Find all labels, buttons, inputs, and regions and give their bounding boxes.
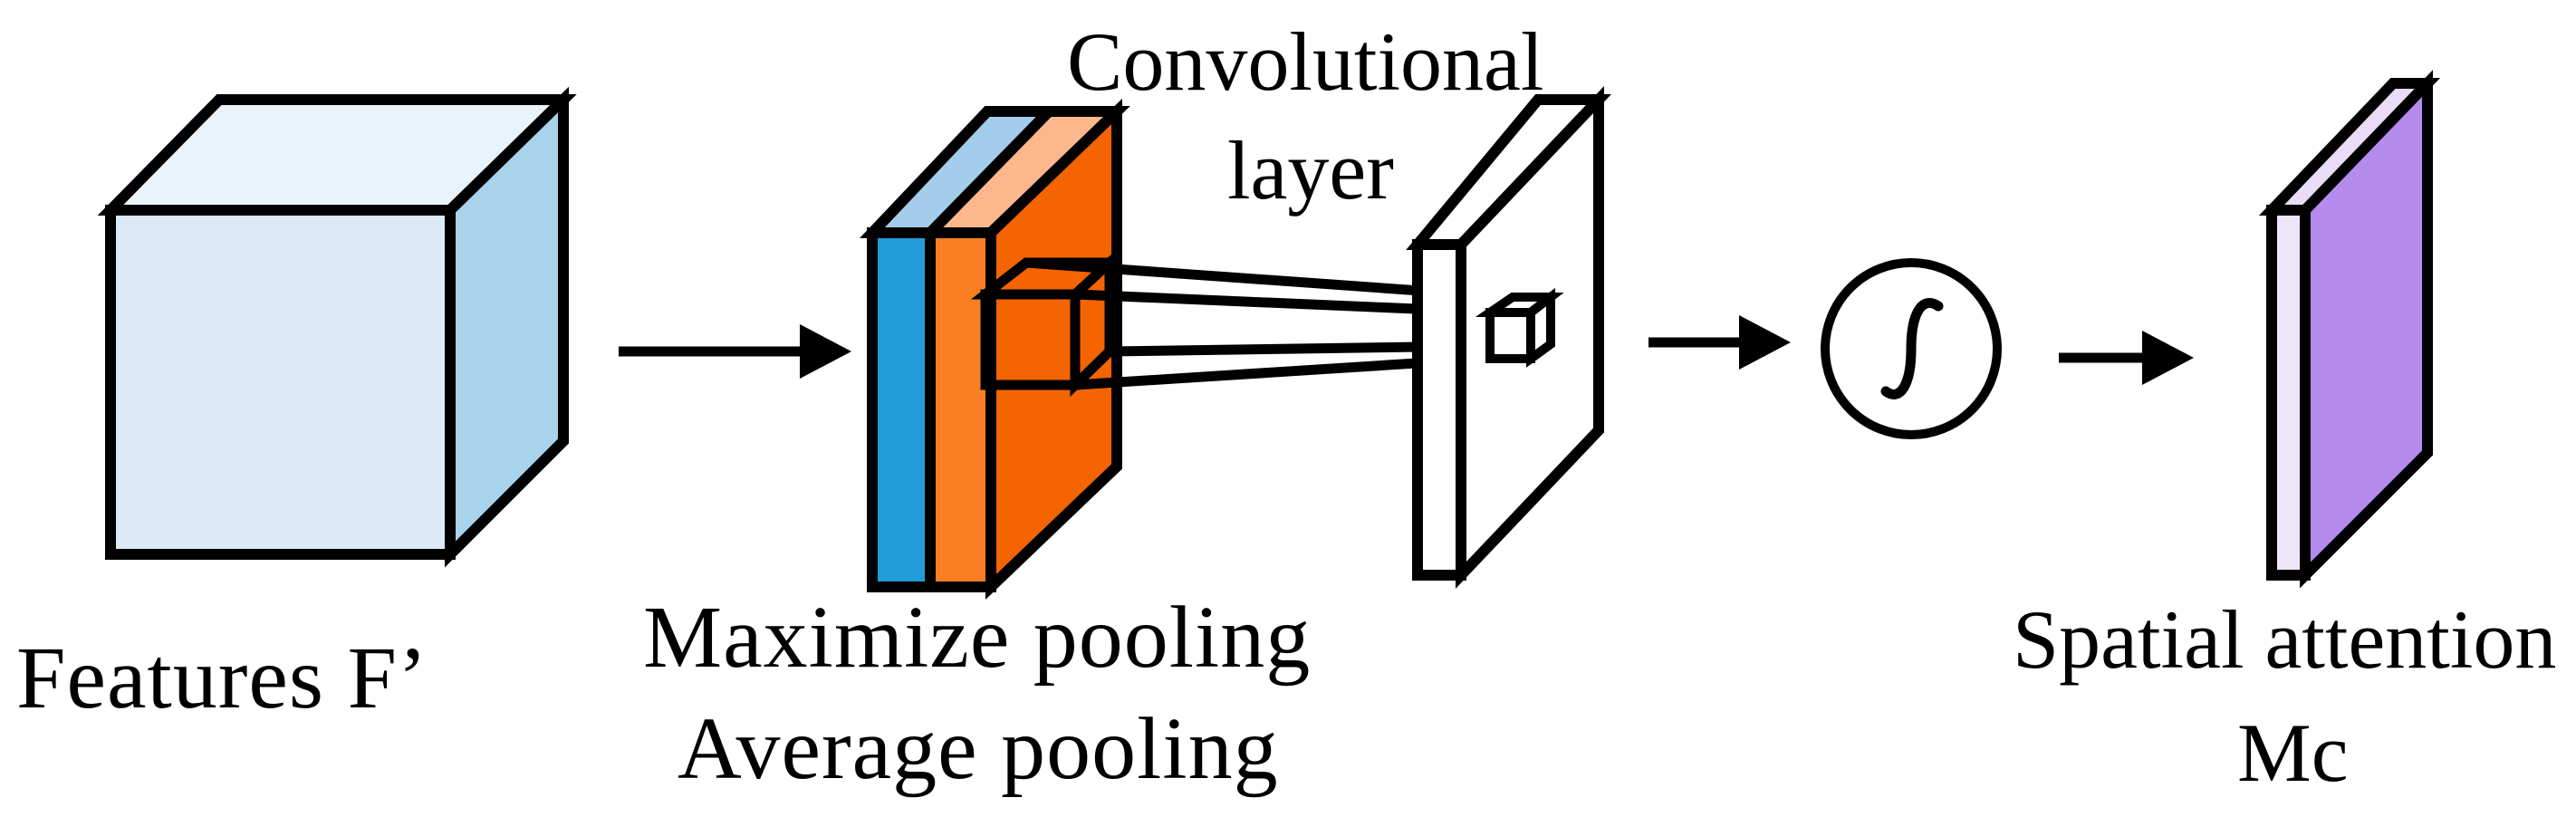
attention-map-front [2266,205,2311,581]
conv-output-cell [1475,287,1564,368]
conv-plane-front [1412,239,1466,581]
spatial-attention-label: Spatial attention [2013,593,2557,686]
conv-layer-label-line1: Convolutional [1067,15,1544,108]
feature-cube [97,86,577,568]
arrow-to-sigmoid [1648,315,1791,370]
average-pooling-label: Average pooling [678,700,1279,798]
max-pooling-label: Maximize pooling [643,589,1312,687]
spatial-attention-map [2258,70,2441,589]
kernel-front [980,289,1081,390]
feature-cube-front [105,205,456,560]
blue-map-front [867,227,936,592]
pooled-maps [860,98,1130,601]
arrow-to-pooling [619,324,851,379]
arrow-to-attention [2059,331,2194,385]
sigmoid-icon [1821,258,2002,439]
mc-label: Mc [2237,706,2349,799]
orange-map-front [925,227,996,592]
conv-layer-label-line2: layer [1227,124,1394,216]
features-label: Features F’ [16,630,428,727]
